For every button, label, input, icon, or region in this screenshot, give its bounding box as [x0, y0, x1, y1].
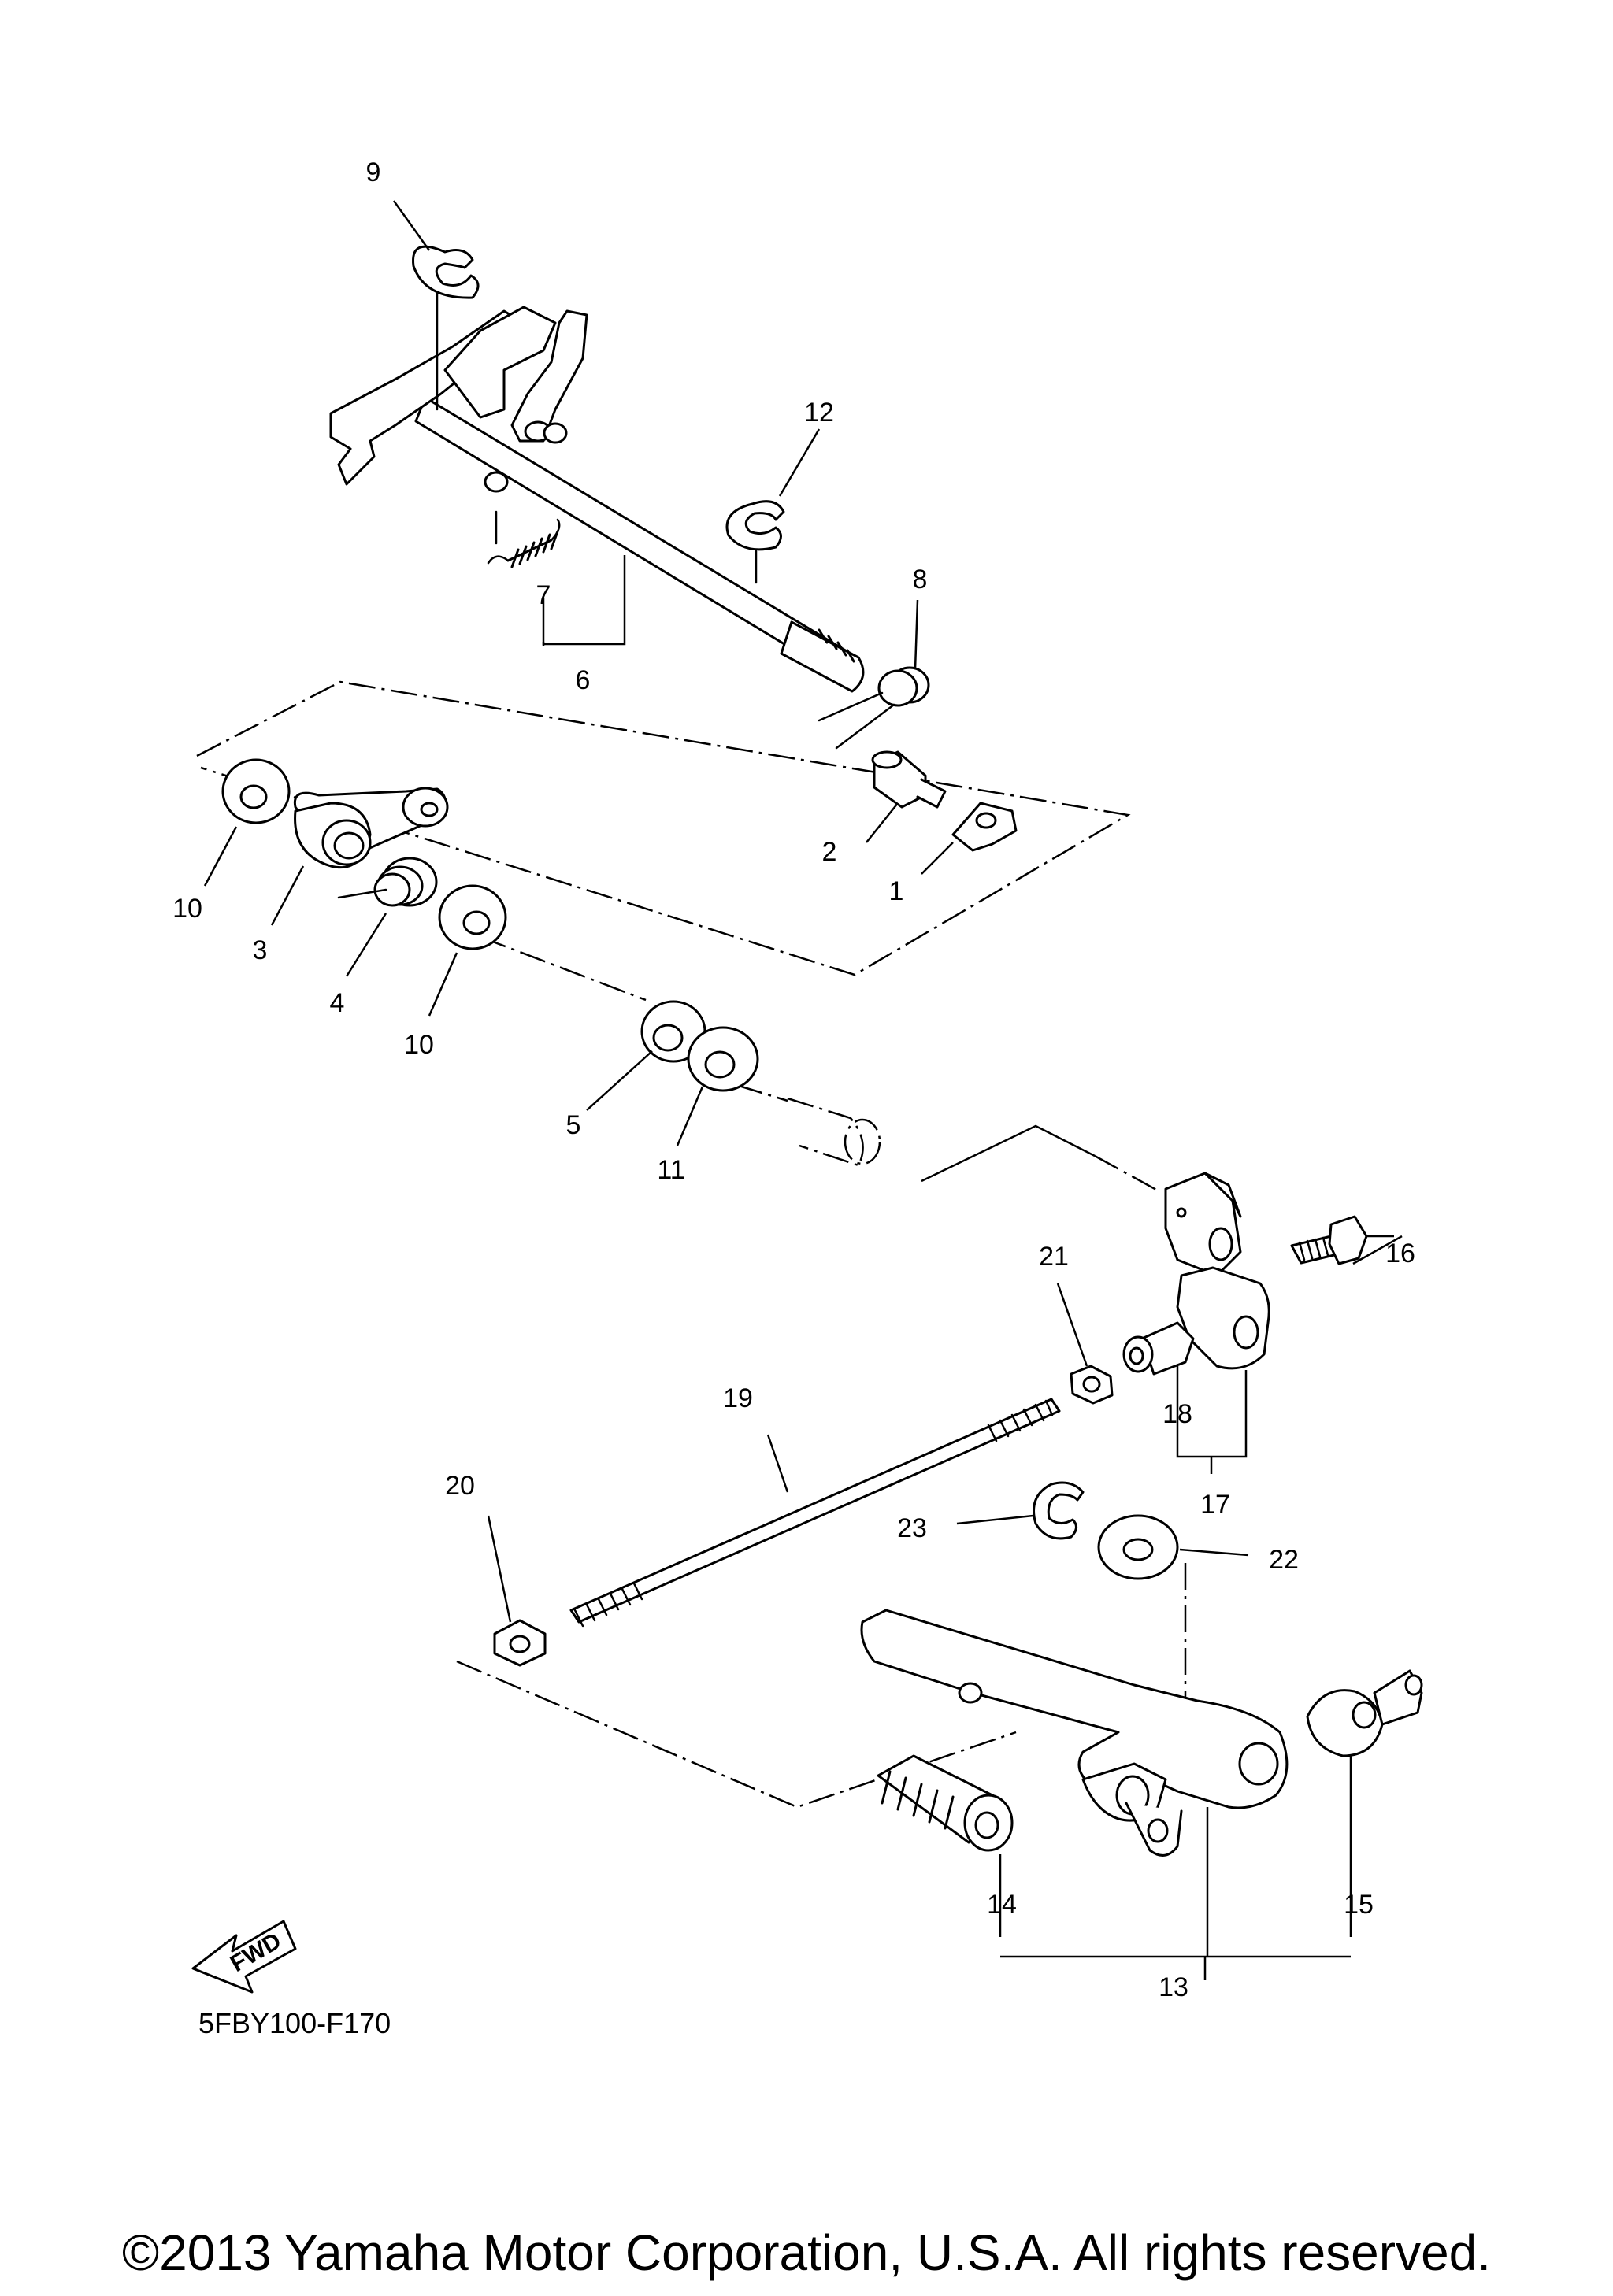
footrest-rubber-14	[877, 1754, 1014, 1852]
callout-21: 21	[1039, 1242, 1069, 1272]
callout-20: 20	[445, 1471, 475, 1501]
diagram-code: 5FBY100-F170	[198, 2007, 391, 2039]
callout-15: 15	[1344, 1890, 1374, 1920]
callout-14: 14	[987, 1890, 1017, 1920]
leader-lines	[203, 200, 1403, 1980]
copyright-notice: ©2013 Yamaha Motor Corporation, U.S.A. A…	[122, 2224, 1491, 2281]
circlip-12	[725, 500, 785, 584]
callout-17: 17	[1200, 1490, 1230, 1520]
callout-23: 23	[897, 1513, 927, 1543]
washer-10-upper	[221, 758, 291, 824]
shaft-end-phantom	[787, 1097, 881, 1167]
bolt-16	[1290, 1215, 1368, 1265]
shift-arm-3	[293, 787, 449, 869]
nut-21	[1070, 1365, 1114, 1405]
stopper-pin-2	[871, 750, 947, 809]
callout-9: 9	[366, 157, 381, 187]
shift-lever-assembly-17	[1122, 1172, 1270, 1376]
callout-16: 16	[1385, 1239, 1415, 1268]
torsion-spring-4	[337, 857, 438, 907]
callout-10-upper: 10	[172, 894, 202, 924]
shift-pedal-13	[860, 1609, 1289, 1857]
callout-2: 2	[822, 837, 837, 867]
return-spring-7	[487, 510, 561, 568]
callout-12: 12	[804, 398, 834, 428]
washer-11	[687, 1026, 759, 1092]
torsion-spring-8	[818, 666, 930, 750]
callout-6: 6	[576, 665, 591, 695]
callout-4: 4	[330, 988, 345, 1018]
callout-3: 3	[253, 935, 268, 965]
circlip-23	[1033, 1481, 1085, 1540]
nut-20	[493, 1619, 547, 1667]
callout-13: 13	[1159, 1972, 1188, 2002]
fwd-direction-badge: FWD	[191, 1920, 297, 1994]
rod-end-15	[1306, 1669, 1423, 1757]
shift-rod-19	[569, 1398, 1061, 1628]
callout-7: 7	[536, 580, 551, 610]
circlip-9	[412, 245, 480, 299]
washer-22	[1097, 1514, 1179, 1580]
callout-10-lower: 10	[404, 1030, 434, 1060]
shift-shaft-assembly	[329, 278, 865, 693]
washer-10-lower	[438, 884, 507, 950]
callout-1: 1	[889, 876, 904, 906]
callout-19: 19	[723, 1383, 753, 1413]
stopper-plate-1	[951, 802, 1018, 852]
callout-8: 8	[913, 565, 928, 594]
callout-numbers: 1 2 3 4 5 6 7 8 9 10 10 11 12 13 14 15 1…	[172, 157, 1415, 2002]
callout-11: 11	[657, 1155, 684, 1185]
callout-22: 22	[1269, 1545, 1299, 1575]
callout-18: 18	[1162, 1399, 1192, 1429]
callout-5: 5	[566, 1110, 581, 1140]
